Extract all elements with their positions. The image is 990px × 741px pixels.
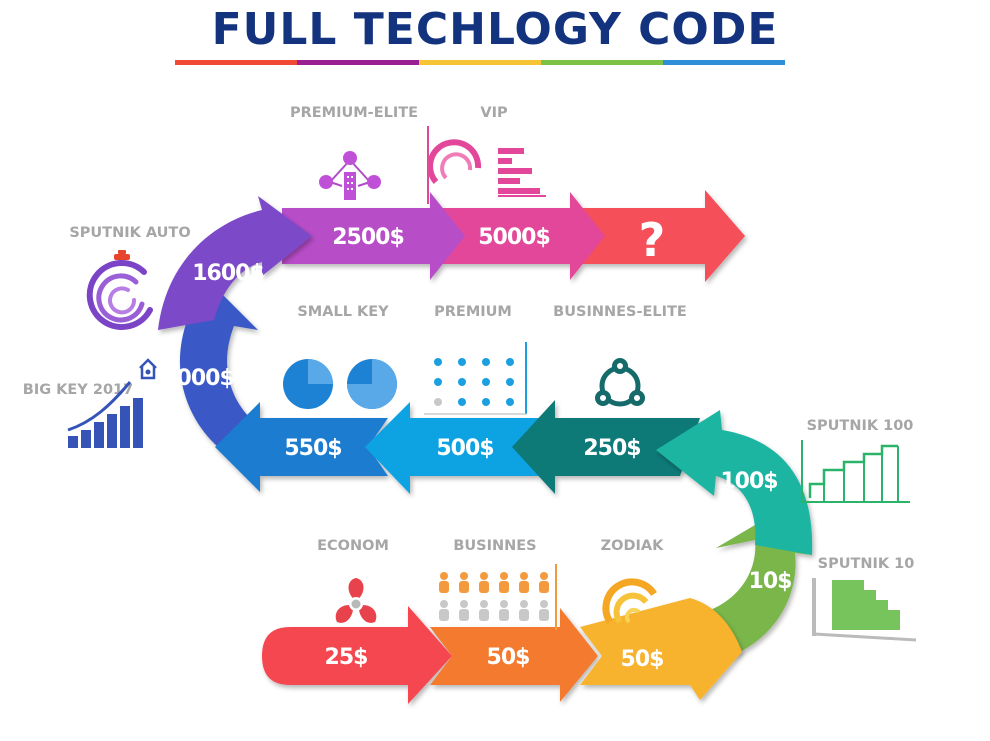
vip-arrow — [430, 192, 605, 280]
label-sputnik-auto: SPUTNIK AUTO — [69, 225, 190, 241]
price-econom: 25$ — [325, 645, 368, 670]
big-key-arrow — [158, 286, 258, 447]
small-key-arrow — [215, 402, 388, 492]
label-premium: PREMIUM — [434, 304, 512, 320]
label-zodiak: ZODIAK — [601, 538, 664, 554]
radial-bar-icon — [427, 126, 546, 204]
pie-charts-icon — [283, 359, 397, 409]
sputnik10-arrow — [705, 515, 812, 660]
businnes-arrow — [430, 608, 598, 702]
label-big-key: BIG KEY 2017 — [23, 382, 133, 398]
step-line-chart-icon — [801, 440, 910, 503]
page-title: FULL TECHLOGY CODE — [211, 4, 779, 55]
underline-segment-yellow — [419, 60, 541, 65]
title-underline — [175, 60, 785, 65]
zodiak-arrow — [580, 598, 742, 700]
underline-segment-blue — [663, 60, 785, 65]
businnes-elite-arrow — [512, 400, 700, 494]
price-premium: 500$ — [436, 436, 493, 461]
price-big-key: 2000$ — [162, 366, 234, 391]
price-premium-elite: 2500$ — [332, 225, 404, 250]
unknown-arrow — [570, 190, 745, 282]
trefoil-icon — [335, 578, 377, 623]
price-sputnik100: 100$ — [720, 469, 777, 494]
label-businnes: BUSINNES — [453, 538, 536, 554]
sputnik-auto-arrow — [158, 196, 312, 330]
sputnik100-arrow — [656, 410, 813, 555]
price-zodiak: 50$ — [621, 647, 664, 672]
label-small-key: SMALL KEY — [297, 304, 389, 320]
premium-arrow — [365, 402, 545, 494]
label-sputnik100: SPUTNIK 100 — [807, 418, 914, 434]
swirl-car-icon — [86, 250, 153, 330]
price-businnes: 50$ — [487, 645, 530, 670]
underline-segment-green — [541, 60, 663, 65]
arc-gauge-icon — [602, 578, 657, 624]
price-businnes-elite: 250$ — [583, 436, 640, 461]
label-premium-elite: PREMIUM-ELITE — [290, 105, 418, 121]
label-sputnik10: SPUTNIK 10 — [818, 556, 915, 572]
label-econom: ECONOM — [317, 538, 389, 554]
underline-segment-red — [175, 60, 297, 65]
label-vip: VIP — [480, 105, 508, 121]
price-unknown: ? — [639, 213, 666, 267]
price-small-key: 550$ — [284, 436, 341, 461]
stair-chart-icon — [812, 578, 917, 642]
price-vip: 5000$ — [478, 225, 550, 250]
price-sputnik-auto: 1600$ — [192, 261, 264, 286]
label-businnes-elite: BUSINNES-ELITE — [553, 304, 687, 320]
dot-matrix-icon — [424, 342, 527, 415]
growth-bars-icon — [67, 358, 157, 448]
people-grid-icon — [439, 564, 557, 630]
premium-elite-arrow — [282, 192, 465, 280]
underline-segment-purple — [297, 60, 419, 65]
price-sputnik10: 10$ — [749, 569, 792, 594]
cycle-icon — [595, 358, 645, 407]
network-building-icon — [319, 151, 381, 200]
econom-arrow — [262, 606, 452, 704]
